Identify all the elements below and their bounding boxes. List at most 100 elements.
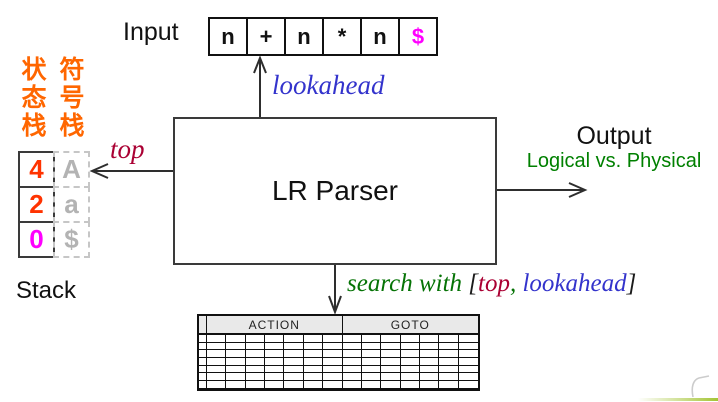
search-annotation-segment: [ [468,270,479,297]
parse-table-cell [284,373,304,382]
arrow-up-head [253,55,267,74]
cjk-char: 栈 [21,112,47,140]
parse-table-cell [323,350,343,359]
parse-table: ACTION GOTO [197,314,480,391]
cjk-char: 状 [21,56,47,84]
parse-table-cell [419,335,440,343]
parse-table-cell [245,358,266,366]
parse-table-cell [381,342,401,351]
lr-parser-title: LR Parser [271,175,399,206]
parse-table-cell [361,373,382,382]
parse-table-cell [199,342,207,351]
parse-table-cell [323,342,343,351]
parse-table-cell [458,335,478,343]
parse-table-cell [361,350,382,359]
parse-table-cell [226,381,246,389]
parse-table-cell [439,373,459,382]
parse-table-cell [361,381,382,389]
parse-table-cell [381,373,401,382]
parse-table-action-header: ACTION [207,316,343,335]
parse-table-cell [458,373,478,382]
parse-table-cell [419,365,440,374]
parse-table-cell [284,350,304,359]
parse-table-cell [400,381,420,389]
parse-table-cell [303,365,324,374]
parse-table-cell [342,342,362,351]
parse-table-cell [381,350,401,359]
parse-table-cell [323,358,343,366]
parse-table-cell [400,365,420,374]
parse-table-cell [342,358,362,366]
cjk-char: 态 [21,84,47,112]
output-block: Output Logical vs. Physical [512,122,716,173]
parse-table-cell [199,358,207,366]
parse-table-cell [207,373,227,382]
parse-table-cell [199,350,207,359]
top-label: top [110,134,145,164]
arrow-down-head [328,295,342,315]
parse-table-cell [265,365,285,374]
curl-green-strip [638,398,718,401]
parse-table-cell [207,342,227,351]
search-annotation-segment: lookahead [522,270,627,297]
parse-table-cell [439,358,459,366]
parse-table-cell [342,373,362,382]
parse-table-cell [381,365,401,374]
input-tape: n+n*n$ [208,17,438,56]
input-cell: + [246,17,286,56]
parse-table-cell [419,342,440,351]
search-annotation-segment: search with [347,270,469,297]
parse-table-cell [323,373,343,382]
parse-table-cell [381,358,401,366]
parse-table-cell [265,350,285,359]
parse-table-cell [419,358,440,366]
parse-table-cell [303,335,324,343]
parse-table-cell [439,335,459,343]
parse-table-cell [458,381,478,389]
parse-table-cell [458,342,478,351]
lr-parser-box: LR Parser [173,117,497,265]
parse-table-cell [284,335,304,343]
search-annotation-segment: ] [626,270,637,297]
parse-table-cell [342,335,362,343]
parse-table-cell [199,335,207,343]
parse-table-cell [400,350,420,359]
parse-table-cell [226,365,246,374]
parse-table-cell [303,358,324,366]
parse-table-cell [439,350,459,359]
parse-table-cell [284,342,304,351]
parse-table-cell [245,335,266,343]
search-annotation: search with [top, lookahead] [347,270,636,298]
output-title: Output [576,122,652,150]
parse-table-cell [361,358,382,366]
parse-table-cell [419,373,440,382]
parse-table-cell [458,365,478,374]
parse-table-cell [303,373,324,382]
parse-table-cell [284,365,304,374]
search-annotation-segment: top [478,270,510,297]
input-cell: * [322,17,362,56]
input-cell: $ [398,17,438,56]
parse-table-cell [439,342,459,351]
parse-table-cell [265,373,285,382]
symbol-stack-label: 符号栈 [57,56,87,140]
parse-table-cell [245,381,266,389]
parse-table-cell [226,373,246,382]
symbol-stack-cell: A [53,151,90,188]
parse-table-cell [284,381,304,389]
parse-table-cell [381,335,401,343]
parse-table-cell [342,350,362,359]
parse-table-cell [400,335,420,343]
parse-table-cell [265,335,285,343]
cjk-char: 栈 [59,112,85,140]
stack-caption: Stack [16,277,77,304]
parse-table-cell [226,335,246,343]
parse-table-cell [207,335,227,343]
parse-table-cell [265,342,285,351]
search-annotation-segment: , [509,270,523,297]
parse-table-cell [265,381,285,389]
parse-table-cell [265,358,285,366]
